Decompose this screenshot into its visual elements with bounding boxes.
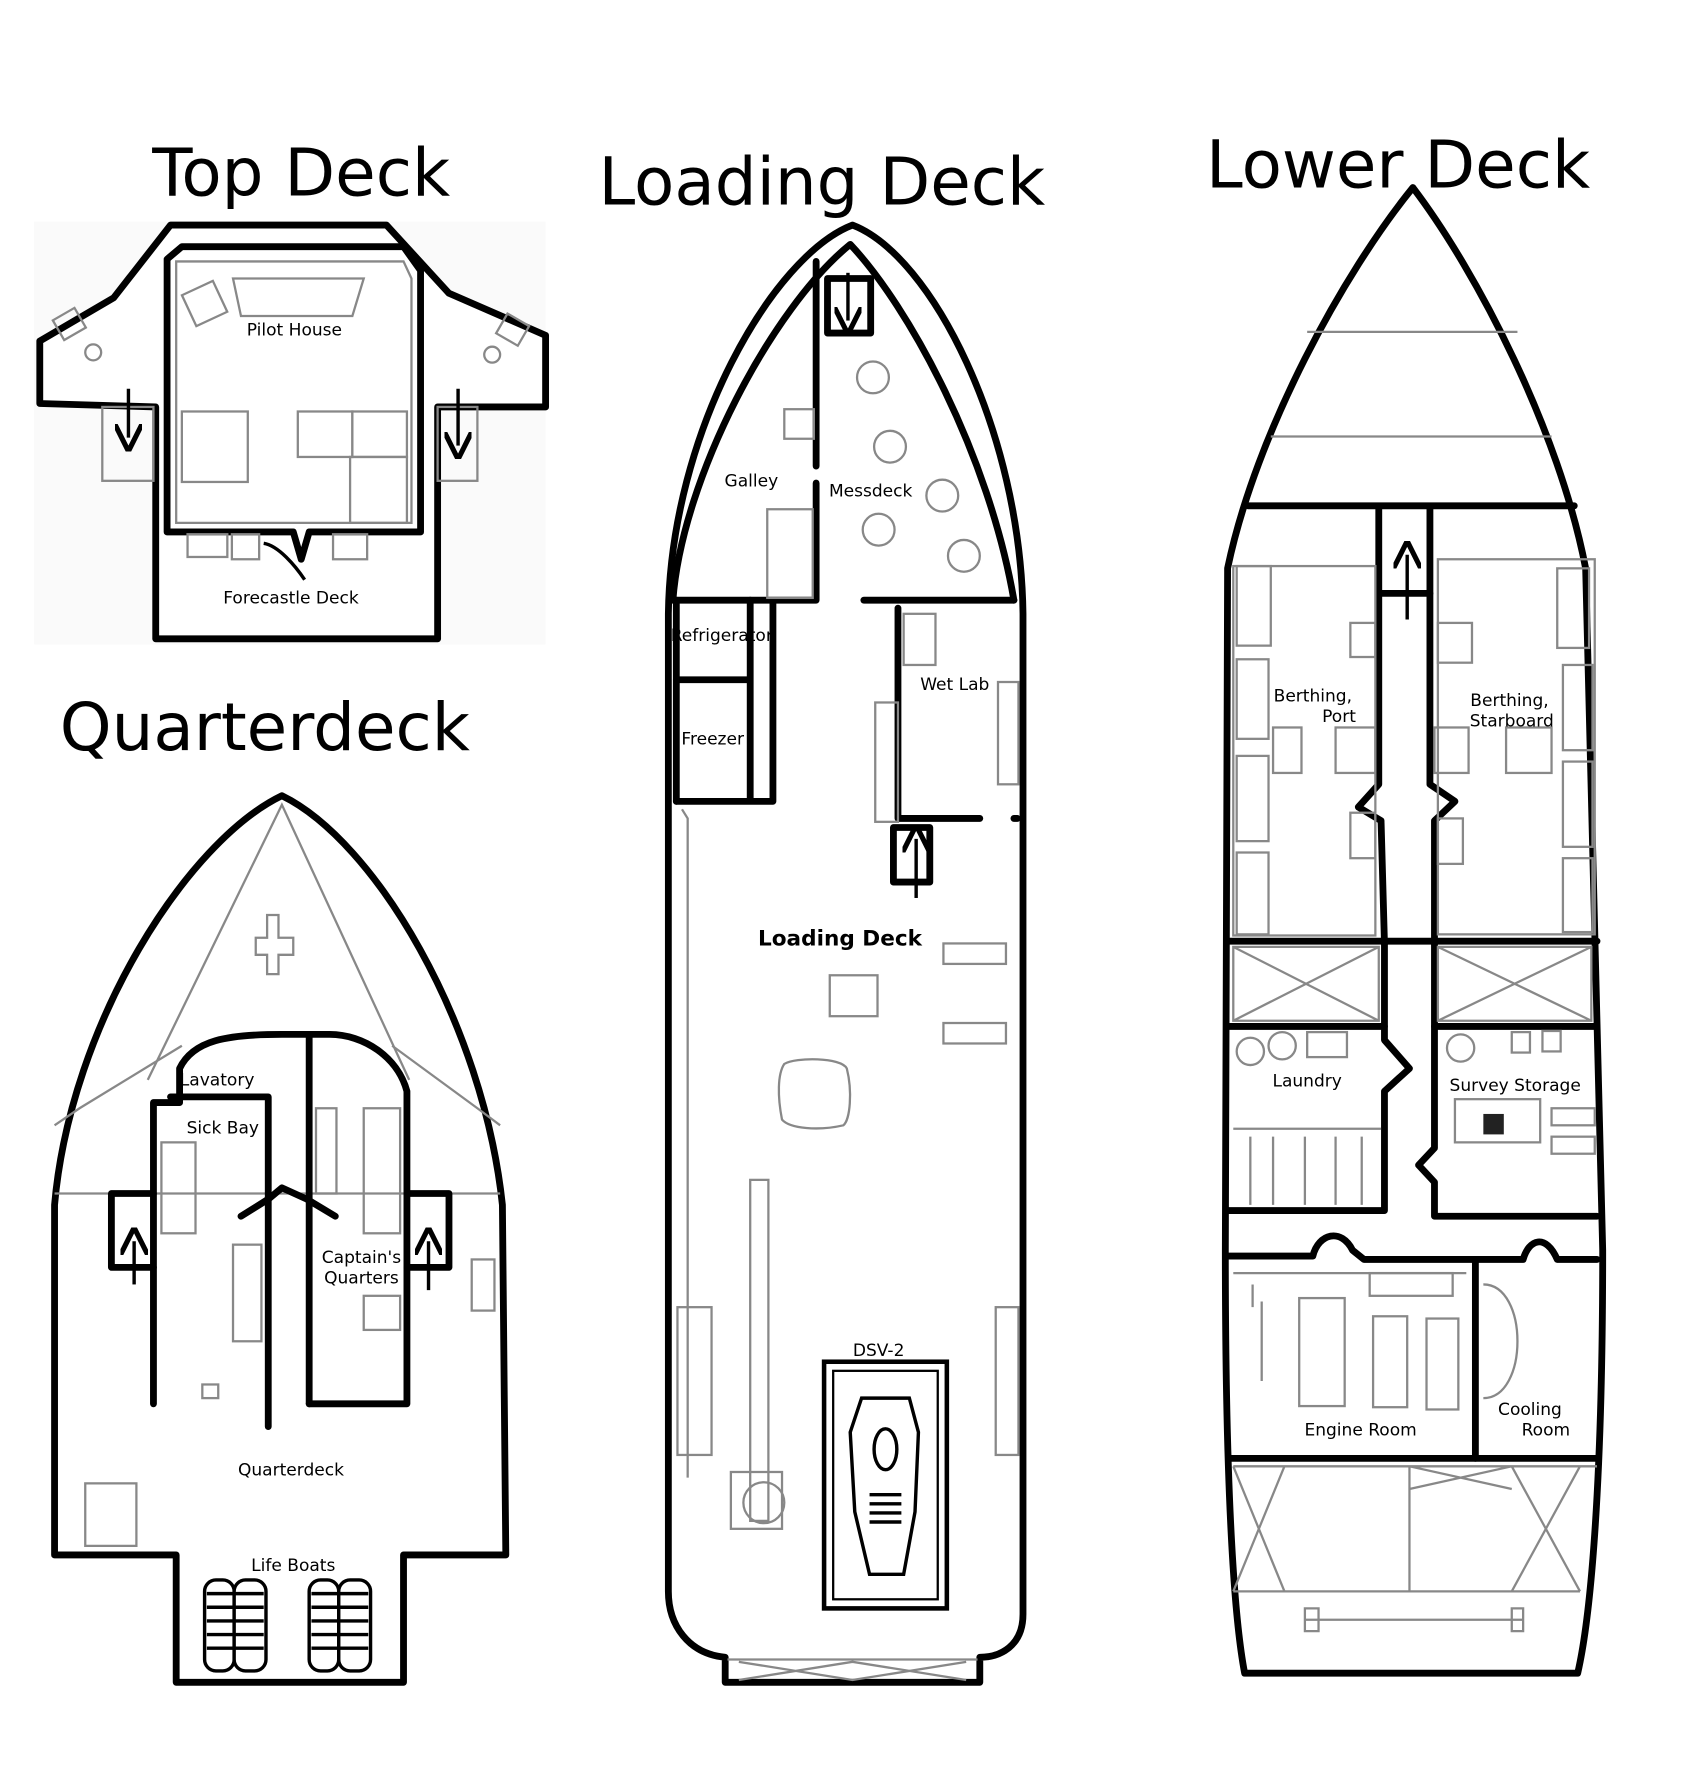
life-boats (202, 1578, 373, 1673)
room-label-freezer: Freezer (681, 730, 744, 750)
title-quarterdeck: Quarterdeck (60, 689, 470, 766)
room-label-forecastle-deck: Forecastle Deck (223, 589, 359, 609)
room-label-lavatory: Lavatory (180, 1071, 255, 1091)
room-label-cooling: Cooling (1498, 1400, 1562, 1420)
title-lower-deck: Lower Deck (1206, 127, 1590, 204)
room-label-cooling-room: Room (1522, 1421, 1571, 1441)
room-label-starboard: Starboard (1470, 711, 1554, 731)
room-label-loading-deck: Loading Deck (758, 927, 923, 952)
room-label-engine-room: Engine Room (1304, 1421, 1416, 1441)
loading-deck-plan: Galley Messdeck Refrigerator Freezer Wet… (664, 221, 1027, 1686)
room-label-laundry: Laundry (1272, 1072, 1341, 1092)
quarterdeck-plan: Lavatory Sick Bay Captain's Quarters Qua… (51, 792, 510, 1686)
room-label-port: Port (1322, 707, 1356, 727)
room-label-quarters: Quarters (324, 1268, 399, 1288)
room-label-galley: Galley (725, 472, 779, 492)
room-label-survey-storage: Survey Storage (1450, 1076, 1581, 1096)
top-deck-plan: Pilot House Forecastle Deck (34, 221, 550, 645)
dsv-2-submersible (821, 1359, 950, 1611)
room-label-berthing-port: Berthing, (1274, 686, 1352, 706)
room-label-refrigerator: Refrigerator (671, 626, 773, 646)
room-label-captains: Captain's (322, 1248, 401, 1268)
lower-deck-plan: Berthing, Port Berthing, Starboard Laund… (1221, 184, 1607, 1677)
title-top-deck: Top Deck (151, 135, 450, 212)
room-label-sick-bay: Sick Bay (187, 1118, 259, 1138)
title-loading-deck: Loading Deck (598, 144, 1045, 221)
room-label-pilot-house: Pilot House (247, 320, 342, 340)
room-label-quarterdeck: Quarterdeck (238, 1460, 344, 1480)
room-label-berthing-starboard: Berthing, (1470, 691, 1548, 711)
label-dsv-2: DSV-2 (853, 1341, 905, 1361)
room-label-life-boats: Life Boats (251, 1556, 335, 1576)
room-label-messdeck: Messdeck (829, 482, 913, 502)
survey-equipment-icon (1483, 1113, 1504, 1135)
room-label-wet-lab: Wet Lab (920, 675, 989, 695)
